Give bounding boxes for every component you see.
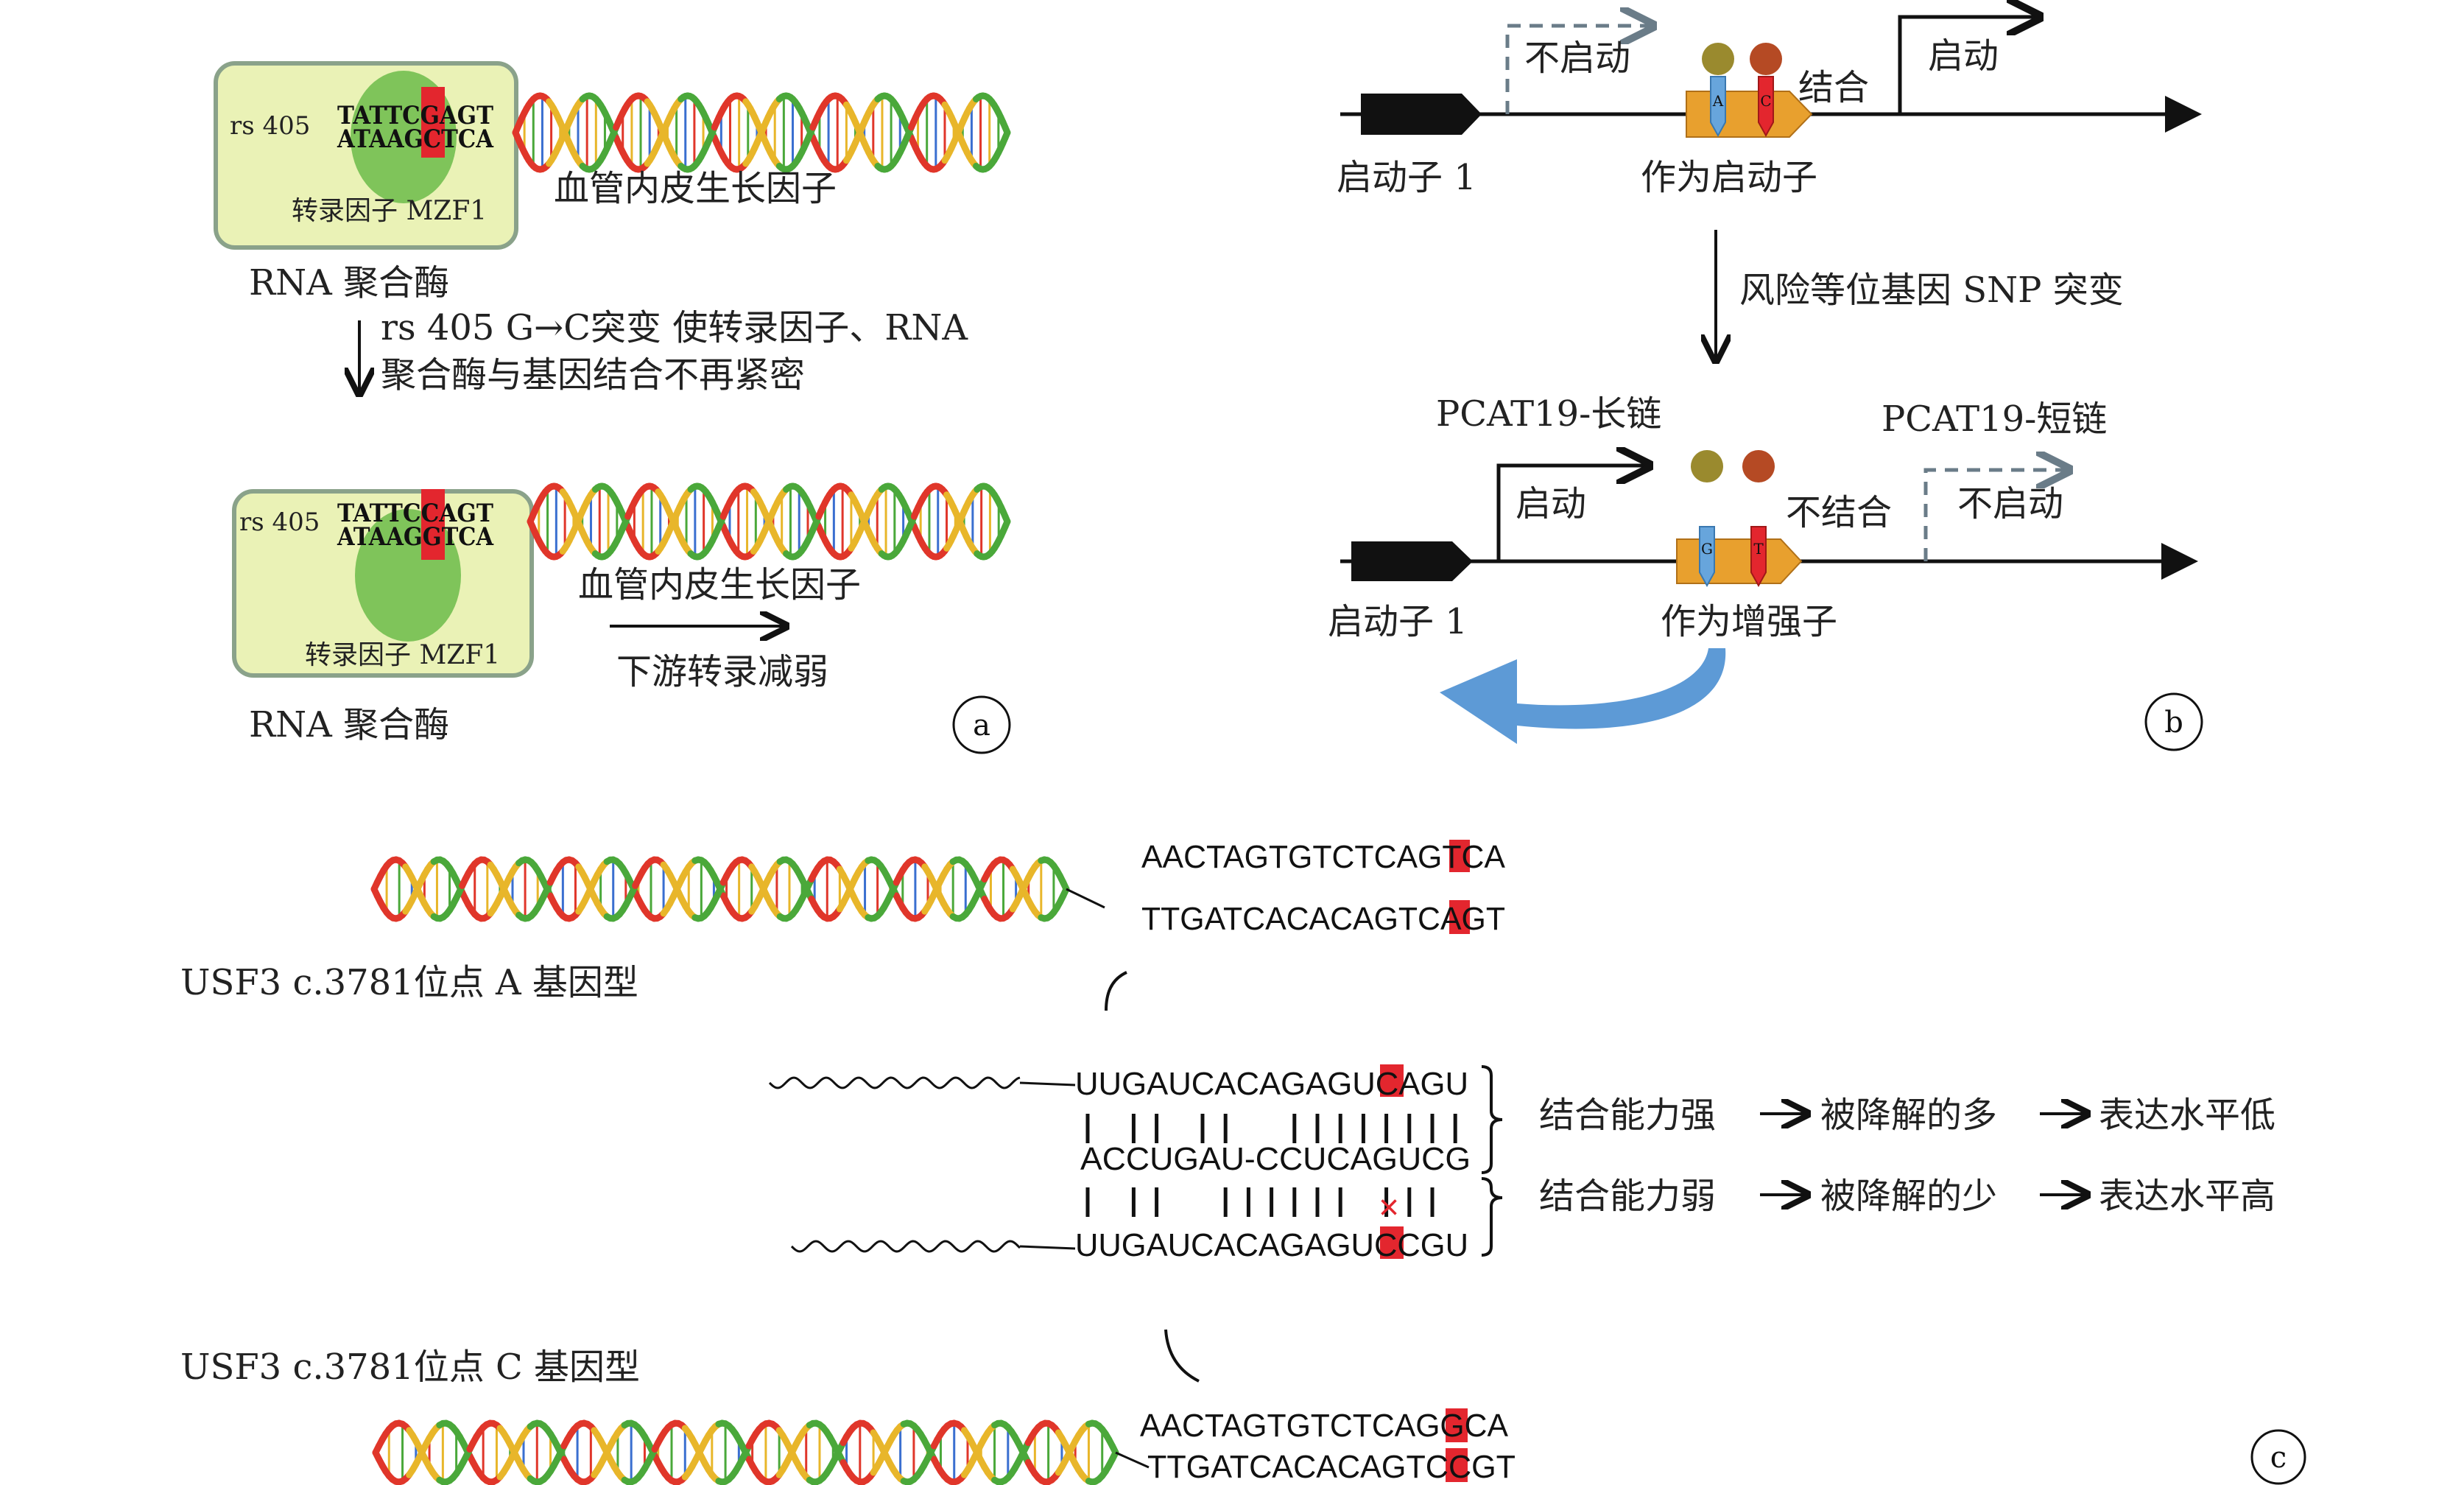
start-label-bottom: 启动 (1516, 483, 1586, 524)
panel-label-b: b (2164, 706, 2183, 740)
dna-helix-a-top (512, 92, 1011, 173)
free-ball-brown (1742, 450, 1775, 482)
snp-highlight-mrna-1 (1380, 1064, 1404, 1097)
link-curve-top (1105, 971, 1127, 1011)
dna-seq-c-top-1: AACTAGTGTCTCAGTCA (1141, 839, 1506, 875)
mrna-tail-1 (1019, 1081, 1076, 1086)
effect-row1-binding: 结合能力强 (1539, 1095, 1716, 1136)
snp-highlight-c-bot-2 (1446, 1448, 1468, 1482)
as-enhancer-label: 作为增强子 (1661, 601, 1837, 642)
panel-c: AACTAGTGTCTCAGTCA TTGATCACACAGTCAGT USF3… (180, 839, 2306, 1485)
mrna-seq-2: UUGAUCACAGAGUCCGU (1075, 1227, 1468, 1263)
no-start-label-top: 不启动 (1524, 38, 1630, 79)
allele-t-label: T (1753, 540, 1764, 558)
no-start-dashed-arrow-top (1505, 26, 1653, 114)
panel-label-a-circle (952, 695, 1011, 754)
promoter1-block-top (1361, 94, 1482, 135)
polymerase-label-bottom: RNA 聚合酶 (249, 704, 449, 745)
mrna-seq-1: UUGAUCACAGAGUCAGU (1075, 1066, 1468, 1102)
effect-row1-degradation: 被降解的多 (1820, 1095, 1997, 1136)
allele-g-label: G (1701, 540, 1713, 558)
enhancer-loop-arrow (1440, 648, 1726, 744)
pcat19-long-label: PCAT19-长链 (1436, 393, 1661, 435)
mrna-wave-2 (790, 1240, 1021, 1253)
effect-row2-expression: 表达水平高 (2099, 1176, 2275, 1217)
snp-highlight-c-top-1 (1449, 840, 1470, 872)
no-start-label-bottom: 不启动 (1957, 483, 2063, 524)
allele-a-label: A (1712, 92, 1724, 110)
as-promoter-label: 作为启动子 (1641, 157, 1817, 198)
effect-row1-expression: 表达水平低 (2099, 1095, 2275, 1136)
panel-b: 启动子 1 不启动 A C 结合 启动 作为启动子 风险等位基因 SNP 突变 … (1328, 17, 2203, 751)
pairing-bars-1 (1085, 1114, 1457, 1143)
brace-2 (1481, 1177, 1503, 1257)
snp-block-bottom (1676, 538, 1803, 584)
panel-label-c-circle (2250, 1429, 2306, 1485)
bind-label-top: 结合 (1798, 67, 1869, 108)
snp-highlight-c-top-2 (1449, 900, 1470, 934)
dna-seq-top-2: ATAAGCTCA (337, 124, 493, 154)
brace-1 (1481, 1065, 1503, 1174)
snp-block-top (1686, 91, 1813, 138)
panel-label-b-circle (2144, 692, 2203, 751)
dna-seq-c-bot-2: TTGATCACACAGTCCGT (1147, 1449, 1516, 1485)
panel-a: rs 405 TATTCGAGT ATAAGCTCA 转录因子 MZF1 血管内… (214, 61, 1011, 754)
rs-label-top: rs 405 (230, 111, 310, 141)
genotype-c-label: USF3 c.3781位点 C 基因型 (180, 1347, 640, 1388)
helix-tail-c-bottom (1115, 1451, 1150, 1469)
tf-label-bottom: 转录因子 MZF1 (305, 640, 500, 670)
helix-tail-c-top (1066, 888, 1105, 909)
snp-highlight-bottom (421, 489, 445, 560)
mrna-tail-2 (1019, 1245, 1076, 1250)
snp-highlight-mrna-2 (1380, 1226, 1404, 1259)
start-arrow-bottom (1496, 466, 1650, 561)
allele-a-ball (1702, 43, 1734, 75)
polymerase-label-top: RNA 聚合酶 (249, 262, 449, 303)
promoter1-label-top: 启动子 1 (1337, 157, 1476, 198)
dna-helix-c-top (370, 856, 1070, 922)
effect-row2-binding: 结合能力弱 (1539, 1176, 1716, 1217)
mrna-wave-1 (768, 1076, 1021, 1089)
panel-label-c: c (2270, 1441, 2287, 1475)
dna-seq-bottom-1: TATTCCAGT (337, 499, 493, 528)
dna-seq-top-1: TATTCGAGT (337, 101, 493, 130)
dna-seq-c-top-2: TTGATCACACAGTCAGT (1141, 901, 1505, 937)
link-curve-bottom (1164, 1329, 1200, 1383)
allele-t-probe (1750, 526, 1767, 588)
dna-helix-a-bottom (527, 482, 1011, 561)
start-label-top: 启动 (1928, 35, 1999, 77)
promoter1-label-bottom: 启动子 1 (1328, 601, 1468, 642)
gene-label-top: 血管内皮生长因子 (554, 168, 837, 209)
mismatch-mark: × (1379, 1188, 1399, 1227)
rs-label-bottom: rs 405 (239, 508, 320, 537)
genotype-a-label: USF3 c.3781位点 A 基因型 (180, 962, 638, 1003)
no-start-dashed-arrow-bottom (1923, 470, 2069, 561)
panel-label-a: a (973, 709, 990, 742)
allele-c-label: C (1760, 92, 1771, 110)
no-bind-label: 不结合 (1786, 492, 1892, 533)
dna-helix-c-bottom (372, 1419, 1119, 1485)
downstream-text: 下游转录减弱 (616, 651, 828, 692)
mutation-text-a-1: rs 405 G→C突变 使转录因子、RNA (381, 307, 968, 348)
allele-a-probe (1710, 76, 1726, 138)
mirna-seq: ACCUGAU-CCUCAGUCG (1080, 1141, 1471, 1177)
pcat19-short-label: PCAT19-短链 (1882, 399, 2107, 440)
tf-label-top: 转录因子 MZF1 (292, 196, 487, 226)
gene-label-bottom: 血管内皮生长因子 (578, 564, 861, 605)
mutation-text-b: 风险等位基因 SNP 突变 (1739, 270, 2124, 311)
allele-c-probe (1758, 76, 1774, 138)
dna-seq-bottom-2: ATAAGGTCA (337, 522, 493, 552)
pairing-bars-2 (1085, 1187, 1435, 1217)
promoter1-block-bottom (1351, 541, 1473, 581)
effect-row2-degradation: 被降解的少 (1820, 1176, 1997, 1217)
free-ball-olive (1691, 450, 1723, 482)
snp-highlight-top (421, 87, 445, 158)
allele-g-probe (1699, 526, 1715, 588)
snp-highlight-c-bot-1 (1446, 1408, 1468, 1442)
mutation-text-a-2: 聚合酶与基因结合不再紧密 (381, 354, 805, 396)
dna-seq-c-bot-1: AACTAGTGTCTCAGGCA (1140, 1408, 1509, 1444)
start-arrow-top (1898, 17, 2040, 114)
allele-c-ball (1750, 43, 1782, 75)
